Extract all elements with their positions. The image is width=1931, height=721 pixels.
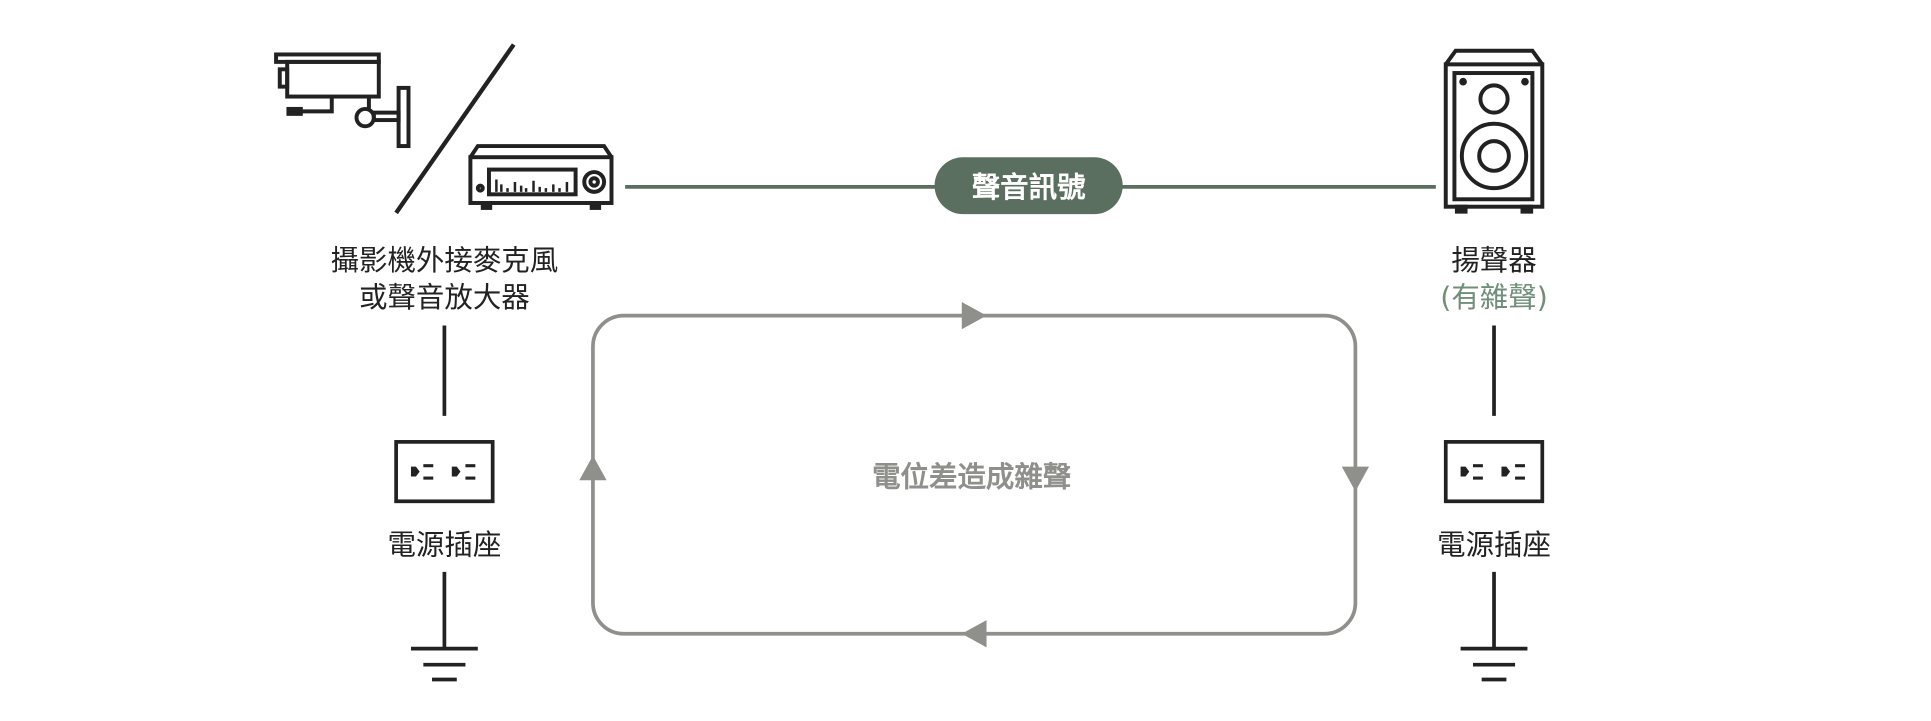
loop-arrows (579, 302, 1370, 648)
arrow-down-icon (1341, 466, 1370, 492)
outlet-right-label: 電源插座 (1437, 529, 1551, 562)
arrow-up-icon (579, 455, 607, 481)
speaker-label: 揚聲器 (1451, 244, 1536, 277)
source-label-line2: 或聲音放大器 (359, 281, 530, 314)
loop-label: 電位差造成雜聲 (872, 460, 1072, 493)
right-power-chain (1443, 325, 1545, 682)
outlet-left-label: 電源插座 (387, 529, 501, 562)
signal-pill (934, 157, 1123, 215)
arrow-left-icon (961, 620, 987, 648)
amplifier-icon (468, 144, 614, 210)
source-label-line1: 攝影機外接麥克風 (331, 244, 559, 277)
speaker-icon (1443, 48, 1545, 214)
or-slash (394, 43, 516, 215)
speaker-noise-note: (有雜聲) (1440, 281, 1548, 314)
camera-icon (274, 52, 411, 149)
left-power-chain (394, 325, 495, 682)
signal-label: 聲音訊號 (972, 171, 1086, 204)
outlet-icon (1460, 464, 1525, 480)
arrow-right-icon (961, 302, 987, 330)
outlet-icon (410, 464, 476, 480)
